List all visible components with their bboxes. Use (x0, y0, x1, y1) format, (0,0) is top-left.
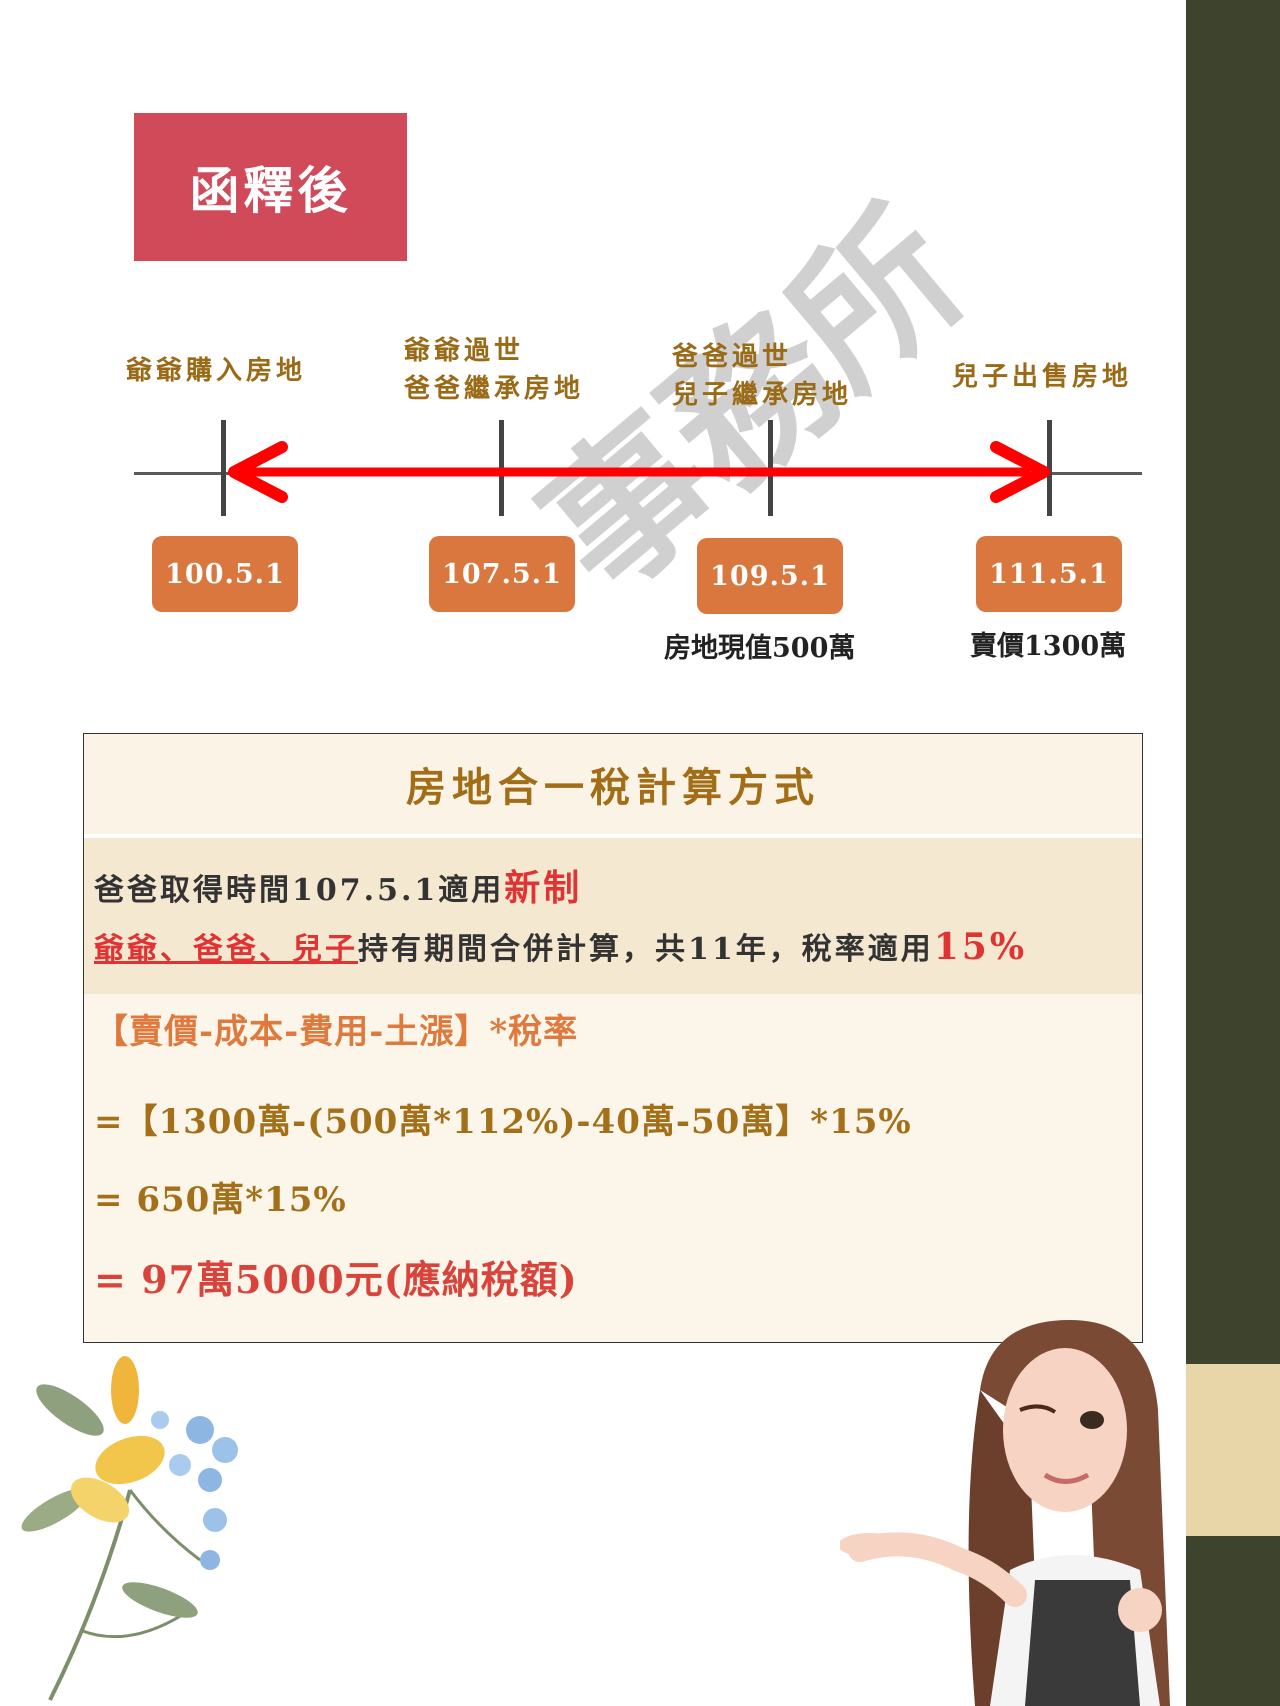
info-line-1: 爸爸取得時間107.5.1適用新制 (94, 867, 583, 909)
calc-info: 爸爸取得時間107.5.1適用新制 爺爺、爸爸、兒子持有期間合併計算，共11年，… (84, 838, 1142, 994)
timeline-label-4: 兒子出售房地 (952, 362, 1133, 392)
formula-step-1: =【1300萬-(500萬*112%)-40萬-50萬】*15% (94, 1102, 912, 1142)
date-box-4: 111.5.1 (976, 536, 1122, 612)
double-arrow (228, 441, 1050, 503)
timeline-label-3: 爸爸過世 兒子繼承房地 (672, 342, 853, 410)
timeline-label-2: 爺爺過世 爸爸繼承房地 (404, 336, 585, 404)
note-value-500: 房地現值500萬 (664, 633, 856, 664)
calc-panel: 房地合一稅計算方式 爸爸取得時間107.5.1適用新制 爺爺、爸爸、兒子持有期間… (83, 733, 1143, 1343)
timeline-label-1: 爺爺購入房地 (126, 356, 307, 386)
avatar-illustration (840, 1320, 1170, 1706)
right-sidebar-accent (1186, 1364, 1280, 1536)
formula-result: = 97萬5000元(應納稅額) (94, 1257, 578, 1302)
note-price-1300: 賣價1300萬 (970, 631, 1127, 662)
title-banner: 函釋後 (134, 113, 407, 261)
timeline-tick-1 (221, 420, 226, 516)
calc-header: 房地合一稅計算方式 (84, 734, 1142, 838)
date-box-1: 100.5.1 (152, 536, 298, 612)
calc-heading: 房地合一稅計算方式 (406, 764, 820, 811)
flower-decoration (21, 1356, 238, 1701)
formula-definition: 【賣價-成本-費用-土漲】*稅率 (94, 1012, 579, 1052)
formula-step-2: = 650萬*15% (94, 1180, 347, 1220)
date-box-2: 107.5.1 (429, 536, 575, 612)
info-line-2: 爺爺、爸爸、兒子持有期間合併計算，共11年，稅率適用15% (94, 926, 1028, 968)
date-box-3: 109.5.1 (697, 538, 843, 614)
page-title: 函釋後 (189, 161, 352, 220)
timeline-tick-4 (1047, 420, 1052, 516)
